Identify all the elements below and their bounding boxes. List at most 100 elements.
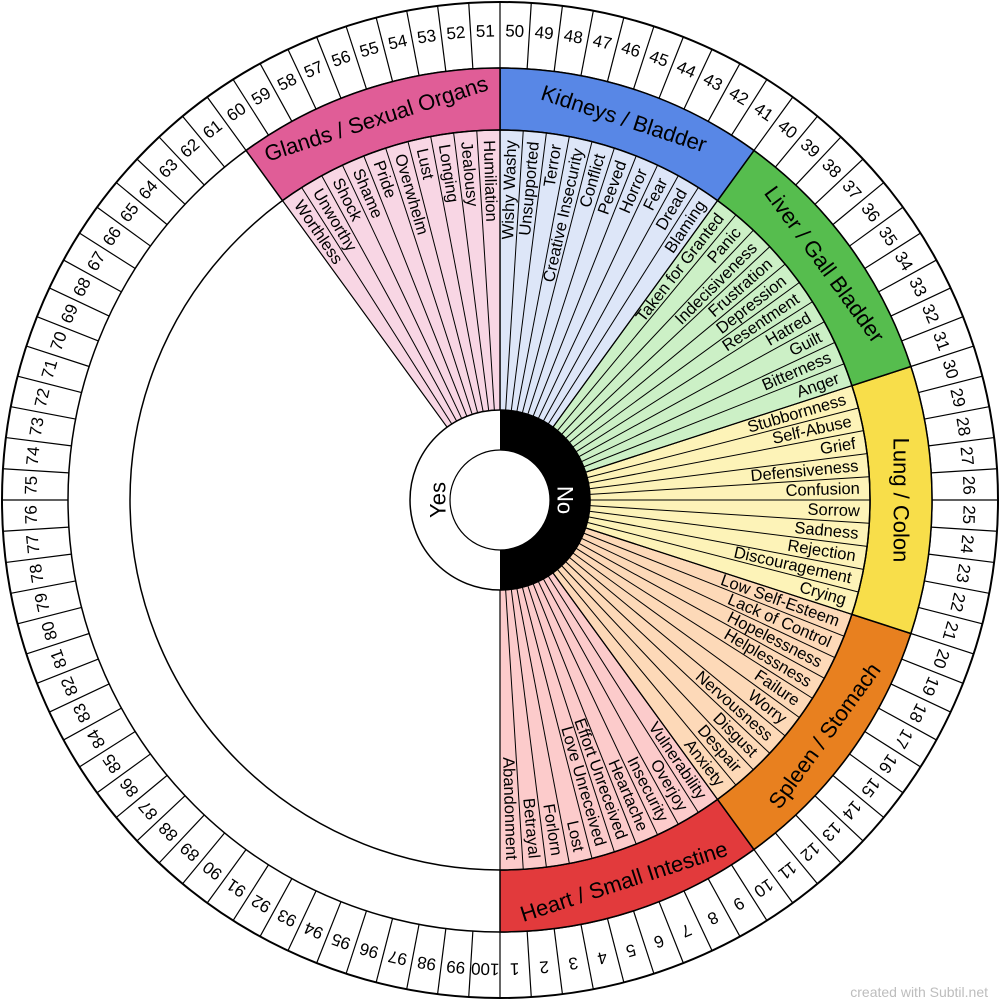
emotion-label[interactable]: Sadness xyxy=(794,519,860,543)
number-divider xyxy=(136,795,186,842)
number-divider xyxy=(730,864,768,921)
number-divider xyxy=(730,79,768,136)
slice-number: 55 xyxy=(357,38,380,62)
emotion-label[interactable]: Sorrow xyxy=(807,501,860,521)
slice-number: 75 xyxy=(21,476,41,496)
number-divider xyxy=(36,658,99,684)
emotion-divider xyxy=(589,453,868,490)
number-divider xyxy=(632,910,655,974)
emotion-divider xyxy=(583,532,845,637)
slice-number: 49 xyxy=(534,23,555,44)
number-divider xyxy=(375,918,394,983)
number-divider xyxy=(553,928,564,995)
number-divider xyxy=(26,345,90,368)
emotion-divider xyxy=(516,588,570,864)
number-divider xyxy=(182,832,226,885)
slice-number: 78 xyxy=(26,563,48,585)
number-divider xyxy=(17,375,82,394)
number-divider xyxy=(26,632,90,655)
number-divider xyxy=(553,5,564,72)
number-divider xyxy=(918,606,983,625)
number-divider xyxy=(182,115,226,168)
yes-label[interactable]: Yes xyxy=(426,482,451,518)
credit-text: created with Subtil.net xyxy=(850,984,988,1000)
slice-number: 50 xyxy=(505,21,525,41)
number-divider xyxy=(206,96,247,151)
number-divider xyxy=(345,910,368,974)
emotion-divider xyxy=(569,263,786,444)
slice-number: 27 xyxy=(957,446,978,467)
emotion-divider xyxy=(476,130,495,411)
slice-number: 79 xyxy=(31,591,54,614)
emotion-label[interactable]: Grief xyxy=(819,435,858,458)
slice-number: 100 xyxy=(471,959,500,979)
slice-number: 46 xyxy=(619,38,642,62)
number-divider xyxy=(2,468,69,474)
slice-number: 30 xyxy=(939,357,963,380)
emotion-divider xyxy=(552,200,718,428)
emotion-divider xyxy=(407,141,479,413)
slice-number: 99 xyxy=(446,957,467,978)
emotion-divider xyxy=(581,537,835,658)
slice-number: 74 xyxy=(23,446,44,467)
emotion-divider xyxy=(578,542,825,679)
number-divider xyxy=(658,901,684,964)
emotion-label[interactable]: Humiliation xyxy=(480,140,501,222)
number-divider xyxy=(36,316,99,342)
emotion-label[interactable]: Wishy Washy xyxy=(499,139,520,240)
number-divider xyxy=(10,406,76,420)
number-divider xyxy=(814,795,864,842)
emotion-divider xyxy=(585,527,853,615)
slice-number: 72 xyxy=(31,386,54,409)
number-divider xyxy=(918,375,983,394)
emotion-divider xyxy=(521,587,593,859)
number-divider xyxy=(683,890,713,951)
emotion-divider xyxy=(363,155,468,417)
number-divider xyxy=(79,232,136,270)
hub-inner-circle xyxy=(500,450,550,550)
emotion-divider xyxy=(532,583,637,845)
emotion-divider xyxy=(587,407,859,479)
number-divider xyxy=(232,79,270,136)
number-divider xyxy=(753,849,794,904)
number-divider xyxy=(5,436,72,447)
number-divider xyxy=(316,36,342,99)
emotion-divider xyxy=(575,547,813,699)
number-divider xyxy=(832,182,885,226)
slice-number: 4 xyxy=(596,947,609,968)
emotion-label[interactable]: Abandonment xyxy=(499,757,520,861)
emotion-divider xyxy=(301,187,453,425)
number-divider xyxy=(878,259,937,293)
number-divider xyxy=(158,814,205,864)
number-divider xyxy=(345,26,368,90)
slice-number: 73 xyxy=(26,416,48,438)
emotion-divider xyxy=(505,130,524,411)
number-divider xyxy=(924,406,990,420)
number-divider xyxy=(49,683,110,713)
number-divider xyxy=(924,580,990,594)
slice-number: 26 xyxy=(959,476,979,496)
number-divider xyxy=(580,10,594,76)
number-divider xyxy=(890,287,951,317)
emotion-divider xyxy=(589,505,870,524)
emotion-label[interactable]: Betrayal xyxy=(519,797,543,859)
number-divider xyxy=(96,753,151,794)
number-divider xyxy=(753,96,794,151)
emotion-divider xyxy=(505,589,524,870)
slice-number: 76 xyxy=(21,505,41,525)
number-divider xyxy=(928,553,995,564)
slice-number: 3 xyxy=(567,953,579,973)
number-divider xyxy=(814,158,864,205)
slice-number: 52 xyxy=(446,23,467,44)
slice-number: 97 xyxy=(386,946,409,969)
number-divider xyxy=(96,206,151,247)
emotion-divider xyxy=(588,516,864,570)
no-label[interactable]: No xyxy=(553,486,578,514)
emotion-divider xyxy=(385,147,473,415)
number-divider xyxy=(115,774,168,818)
emotion-label[interactable]: Confusion xyxy=(785,480,860,500)
number-divider xyxy=(136,158,186,205)
slice-number: 51 xyxy=(476,21,496,41)
center-hub: Yes No xyxy=(409,409,591,591)
